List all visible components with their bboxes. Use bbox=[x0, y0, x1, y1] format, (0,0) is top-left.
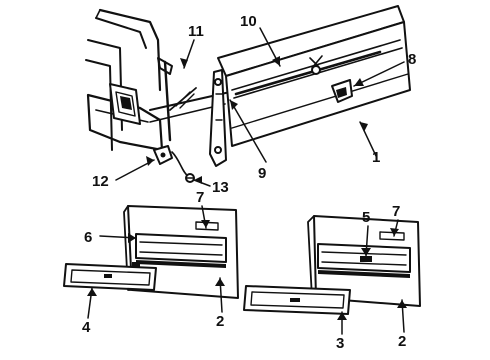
callout-11: 11 bbox=[188, 23, 204, 40]
callout-12: 12 bbox=[92, 173, 109, 190]
lamp-lens-left bbox=[63, 263, 157, 291]
support-cable bbox=[157, 57, 197, 142]
callout-2-right: 2 bbox=[398, 333, 406, 350]
callout-2-left: 2 bbox=[216, 313, 224, 330]
callout-3: 3 bbox=[336, 335, 344, 352]
callout-4: 4 bbox=[82, 319, 91, 336]
tailgate-hinge bbox=[209, 69, 227, 167]
vehicle-body-section bbox=[85, 8, 231, 152]
callout-7-right: 7 bbox=[392, 203, 400, 220]
callout-10: 10 bbox=[240, 13, 257, 30]
callout-13: 13 bbox=[212, 179, 229, 196]
callout-9: 9 bbox=[258, 165, 266, 182]
callout-6: 6 bbox=[84, 229, 92, 246]
lamp-lens-right bbox=[243, 285, 351, 315]
callout-7-left: 7 bbox=[196, 189, 204, 206]
callout-8: 8 bbox=[408, 51, 416, 68]
tailgate-panel bbox=[217, 5, 411, 147]
callout-1: 1 bbox=[372, 149, 380, 166]
callout-labels: 11 10 8 1 9 12 13 7 6 2 4 5 7 2 3 bbox=[82, 13, 416, 352]
arrow-heads bbox=[87, 56, 407, 320]
latch-linkage bbox=[153, 145, 195, 183]
callout-5: 5 bbox=[362, 209, 370, 226]
